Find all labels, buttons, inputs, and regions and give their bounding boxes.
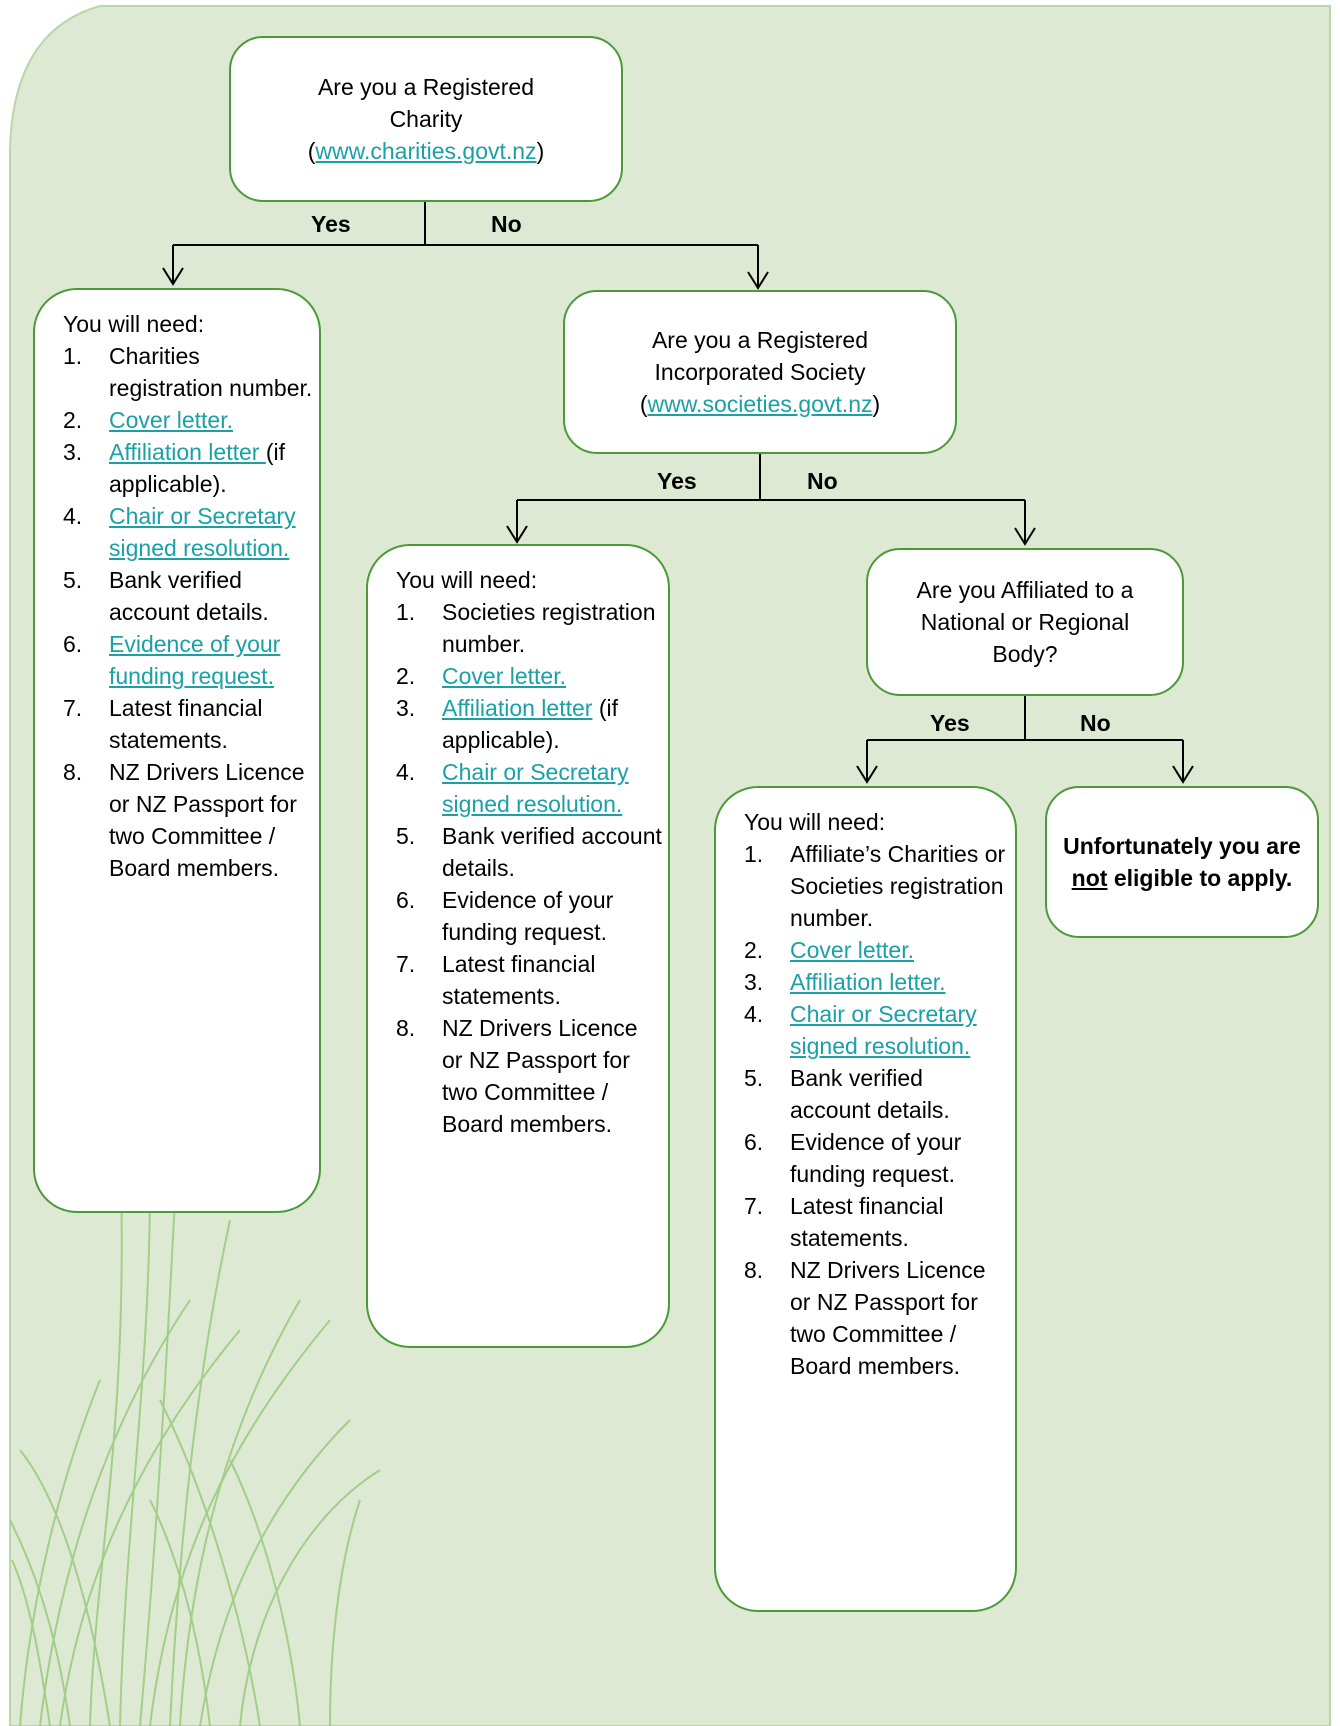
- charity-requirements-list: 1.Charities registration number. 2.Cover…: [63, 340, 313, 884]
- affiliation-letter-link[interactable]: Affiliation letter: [442, 695, 593, 721]
- list-item: 5.Bank verified account details.: [744, 1065, 950, 1123]
- list-item: 3.Affiliation letter (if applicable).: [63, 439, 285, 497]
- question-line: Are you Affiliated to a: [916, 577, 1134, 603]
- list-item: 6.Evidence of your funding request.: [396, 887, 614, 945]
- paren-close: ): [536, 138, 545, 164]
- affiliation-letter-link[interactable]: Affiliation letter.: [790, 969, 946, 995]
- signed-resolution-link[interactable]: Chair or Secretary signed resolution.: [109, 503, 296, 561]
- affiliation-letter-link[interactable]: Affiliation letter: [109, 439, 266, 465]
- list-item: 7.Latest financial statements.: [396, 951, 596, 1009]
- list-item: 7.Latest financial statements.: [63, 695, 263, 753]
- funding-evidence-link[interactable]: Evidence of your funding request.: [109, 631, 281, 689]
- need-heading: You will need:: [396, 567, 538, 593]
- list-item: 2.Cover letter.: [744, 937, 914, 963]
- list-item: 7.Latest financial statements.: [744, 1193, 944, 1251]
- list-item: 4.Chair or Secretary signed resolution.: [63, 503, 296, 561]
- no-label-2: No: [807, 468, 838, 494]
- question-line: Charity: [389, 106, 463, 132]
- list-item: 8.NZ Drivers Licence or NZ Passport for …: [744, 1257, 986, 1379]
- connectors: [162, 200, 1194, 784]
- list-item: 3.Affiliation letter.: [744, 969, 946, 995]
- yes-label-2: Yes: [657, 468, 697, 494]
- charities-website-link[interactable]: www.charities.govt.nz: [315, 138, 537, 164]
- no-label-3: No: [1080, 710, 1111, 736]
- yes-label-1: Yes: [311, 211, 351, 237]
- society-requirements-list: 1.Societies registration number. 2.Cover…: [396, 596, 662, 1140]
- list-item: 4.Chair or Secretary signed resolution.: [744, 1001, 977, 1059]
- list-item: 5.Bank verified account details.: [396, 823, 662, 881]
- question-registered-charity: Are you a Registered Charity (www.charit…: [229, 36, 623, 202]
- signed-resolution-link[interactable]: Chair or Secretary signed resolution.: [442, 759, 629, 817]
- list-item: 1.Affiliate’s Charities or Societies reg…: [744, 841, 1006, 931]
- list-item: 4.Chair or Secretary signed resolution.: [396, 759, 629, 817]
- not-emphasis: not: [1071, 865, 1108, 891]
- cover-letter-link[interactable]: Cover letter.: [109, 407, 233, 433]
- list-item: 6.Evidence of your funding request.: [63, 631, 281, 689]
- paren-open: (: [307, 138, 316, 164]
- list-item: 2.Cover letter.: [63, 407, 233, 433]
- paren-open: (: [639, 391, 648, 417]
- list-item: 1.Charities registration number.: [63, 343, 313, 401]
- signed-resolution-link[interactable]: Chair or Secretary signed resolution.: [790, 1001, 977, 1059]
- question-line: Are you a Registered: [651, 327, 869, 353]
- need-heading: You will need:: [63, 311, 205, 337]
- yes-label-3: Yes: [930, 710, 970, 736]
- question-line: National or Regional: [920, 609, 1130, 635]
- list-item: 8.NZ Drivers Licence or NZ Passport for …: [396, 1015, 638, 1137]
- question-line: Incorporated Society: [654, 359, 866, 385]
- paren-close: ): [872, 391, 881, 417]
- societies-website-link[interactable]: www.societies.govt.nz: [647, 391, 873, 417]
- need-heading: You will need:: [744, 809, 886, 835]
- list-item: 2.Cover letter.: [396, 663, 566, 689]
- list-item: 5.Bank verified account details.: [63, 567, 269, 625]
- cover-letter-link[interactable]: Cover letter.: [442, 663, 566, 689]
- affiliate-requirements-box: You will need: 1.Affiliate’s Charities o…: [714, 786, 1017, 1612]
- list-item: 8.NZ Drivers Licence or NZ Passport for …: [63, 759, 305, 881]
- cover-letter-link[interactable]: Cover letter.: [790, 937, 914, 963]
- society-requirements-box: You will need: 1.Societies registration …: [366, 544, 670, 1348]
- question-line: Body?: [992, 641, 1058, 667]
- list-item: 6.Evidence of your funding request.: [744, 1129, 962, 1187]
- not-eligible-box: Unfortunately you are not eligible to ap…: [1045, 786, 1319, 938]
- list-item: 3.Affiliation letter (if applicable).: [396, 695, 618, 753]
- charity-requirements-box: You will need: 1.Charities registration …: [33, 288, 321, 1213]
- affiliate-requirements-list: 1.Affiliate’s Charities or Societies reg…: [744, 838, 1009, 1382]
- question-incorporated-society: Are you a Registered Incorporated Societ…: [563, 290, 957, 454]
- question-line: Are you a Registered: [317, 74, 535, 100]
- list-item: 1.Societies registration number.: [396, 599, 656, 657]
- no-label-1: No: [491, 211, 522, 237]
- question-affiliated-body: Are you Affiliated to a National or Regi…: [866, 548, 1184, 696]
